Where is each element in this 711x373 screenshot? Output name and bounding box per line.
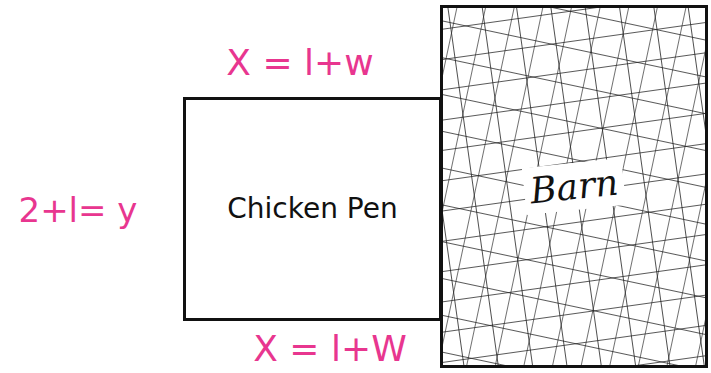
hatch-fill bbox=[442, 7, 706, 366]
hatch-fill bbox=[442, 7, 706, 366]
barn-name: Barn bbox=[522, 158, 627, 215]
pen-name: Chicken Pen bbox=[221, 190, 403, 228]
pen-box: Chicken Pen bbox=[183, 97, 442, 321]
dimension-label: X = l+W bbox=[253, 328, 406, 369]
dimension-label: X = l+w bbox=[226, 42, 373, 83]
barn-box: Barn bbox=[440, 5, 708, 368]
dimension-label: 2+l= y bbox=[19, 190, 138, 230]
